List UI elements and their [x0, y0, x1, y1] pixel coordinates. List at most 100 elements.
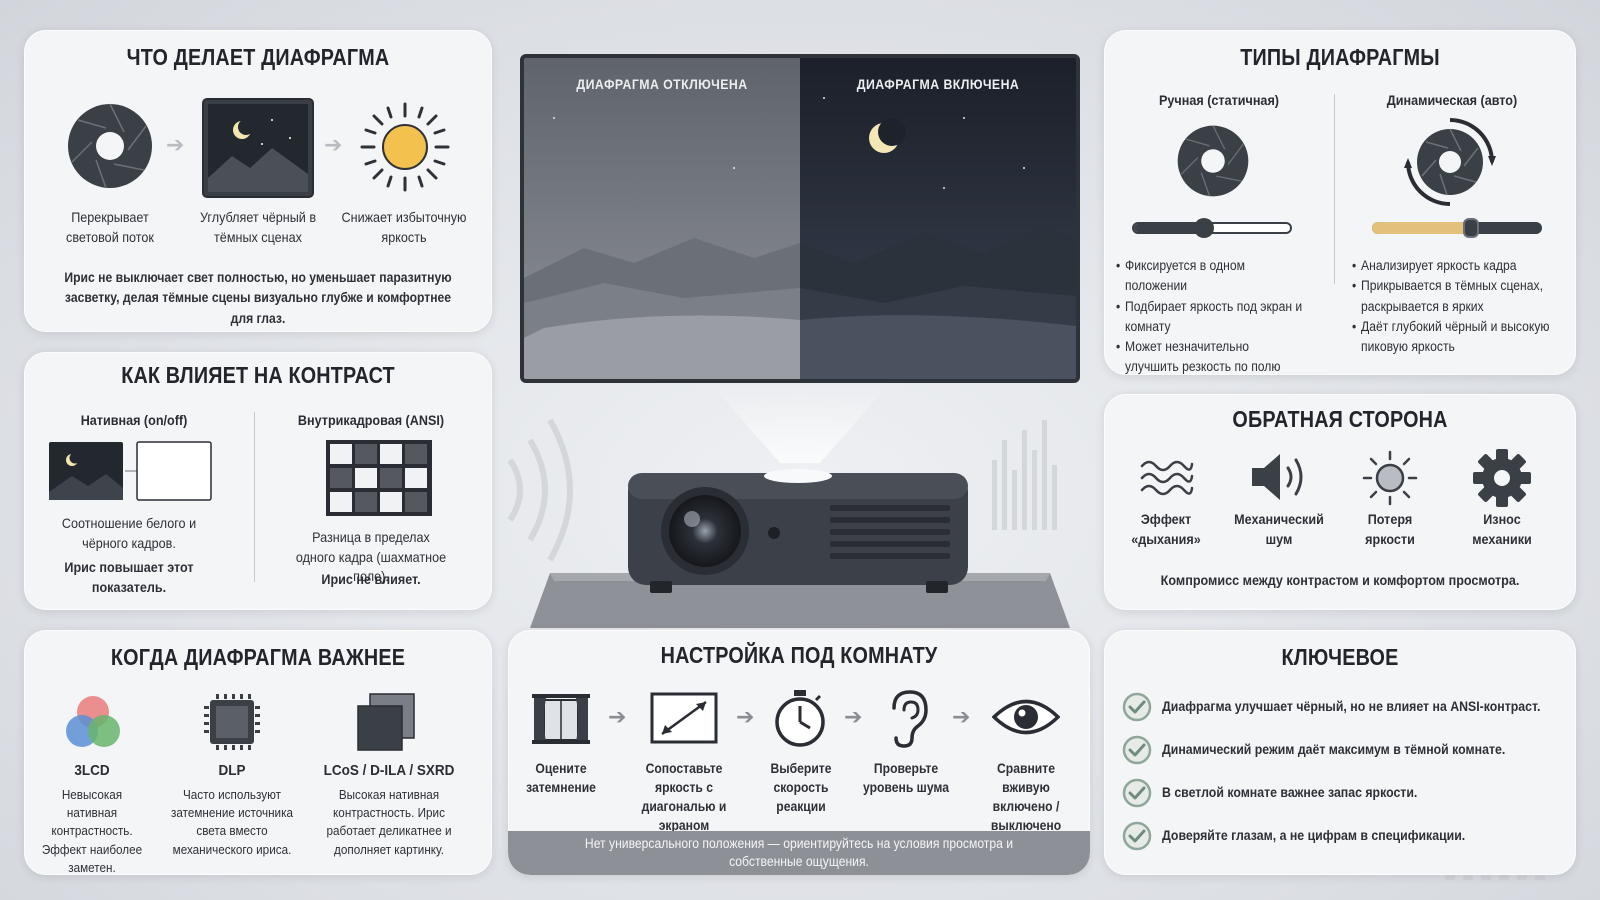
card-title: КОГДА ДИАФРАГМА ВАЖНЕЕ [110, 644, 406, 670]
arrow-icon: ➔ [608, 704, 627, 729]
manual-bullet: Может незначительно улучшить резкость по… [1116, 337, 1305, 378]
dim-sun-icon [1362, 450, 1418, 506]
setup-step-2-label: Сопоставьте яркость с диагональю и экран… [641, 761, 727, 833]
card-title: ТИПЫ ДИАФРАГМЫ [1240, 44, 1440, 70]
card-key: КЛЮЧЕВОЕ Диафрагма улучшает чёрный, но н… [1104, 630, 1576, 875]
setup-step-4-label: Проверьте уровень шума [862, 761, 950, 795]
card-types: ТИПЫ ДИАФРАГМЫ Ручная (статичная) Фиксир… [1104, 30, 1576, 375]
card-title: НАСТРОЙКА ПОД КОМНАТУ [660, 642, 938, 668]
when-item-3-name: LCoS / D-ILA / SXRD [323, 762, 455, 779]
gear-icon [1473, 449, 1531, 507]
dynamic-slider-fill [1372, 222, 1471, 234]
key-item-text: В светлой комнате важнее запас яркости. [1162, 784, 1418, 800]
dynamic-slider-knob[interactable] [1462, 218, 1479, 238]
card-title: КАК ВЛИЯЕТ НА КОНТРАСТ [121, 362, 395, 388]
manual-slider-knob[interactable] [1194, 218, 1215, 238]
stopwatch-icon [775, 690, 825, 747]
key-item: Динамический режим даёт максимум в тёмно… [1122, 735, 1562, 778]
setup-footer-bar: Нет универсального положения — ориентиру… [508, 831, 1090, 875]
setup-step-3-label: Выберите скорость реакции [770, 761, 832, 814]
projector-illustration [530, 383, 1070, 628]
dynamic-bullet: Прикрывается в тёмных сценах, раскрывает… [1352, 276, 1550, 317]
native-bold: Ирис повышает этот показатель. [64, 559, 194, 595]
check-icon [1122, 692, 1152, 722]
arrow-icon: ➔ [324, 132, 343, 157]
key-item: Диафрагма улучшает чёрный, но не влияет … [1122, 692, 1562, 735]
window-curtain-icon [532, 694, 590, 744]
arrow-icon: ➔ [952, 704, 971, 729]
arrow-icon: ➔ [736, 704, 755, 729]
speaker-icon [1252, 454, 1303, 500]
card-title: ЧТО ДЕЛАЕТ ДИАФРАГМА [126, 44, 390, 70]
what-item-3-label: Снижает избыточную яркость [341, 209, 467, 245]
card-title: КЛЮЧЕВОЕ [1281, 644, 1399, 670]
card-when-important: КОГДА ДИАФРАГМА ВАЖНЕЕ 3LCD Невысокая на… [24, 630, 492, 875]
setup-step-1-label: Оцените затемнение [526, 761, 596, 795]
when-item-2-text: Часто используют затемнение источника св… [171, 787, 293, 857]
screen-landscape [524, 58, 1076, 379]
card-title: ОБРАТНАЯ СТОРОНА [1232, 406, 1448, 432]
manual-bullet: Подбирает яркость под экран и комнату [1116, 297, 1305, 338]
what-item-2-label: Углубляет чёрный в тёмных сценах [199, 209, 317, 245]
arrow-icon: ➔ [166, 132, 185, 157]
drawback-4-label: Износ механики [1472, 511, 1532, 547]
aperture-icon [1177, 125, 1249, 197]
aperture-icon [68, 103, 152, 189]
when-item-3-text: Высокая нативная контрастность. Ирис раб… [326, 787, 452, 857]
setup-step-5-label: Сравните вживую включено / выключено [990, 761, 1062, 833]
key-item-text: Доверяйте глазам, а не цифрам в специфик… [1162, 827, 1466, 843]
screen-label-on: ДИАФРАГМА ВКЛЮЧЕНА [856, 76, 1020, 92]
setup-footer-text: Нет универсального положения — ориентиру… [584, 836, 1014, 870]
background-bars [992, 420, 1057, 530]
manual-slider-fill [1134, 224, 1205, 232]
comparison-screen: ДИАФРАГМА ОТКЛЮЧЕНА ДИАФРАГМА ВКЛЮЧЕНА [520, 54, 1080, 383]
card-what-aperture-does: ЧТО ДЕЛАЕТ ДИАФРАГМА Перекрывает светово… [24, 30, 492, 332]
dynamic-slider[interactable] [1372, 218, 1542, 238]
what-item-1-label: Перекрывает световой поток [66, 209, 154, 245]
waves-icon [1140, 460, 1194, 496]
what-note: Ирис не выключает свет полностью, но уме… [64, 270, 452, 326]
screen-label-off: ДИАФРАГМА ОТКЛЮЧЕНА [576, 76, 748, 92]
dynamic-heading: Динамическая (авто) [1386, 92, 1518, 108]
key-item-text: Динамический режим даёт максимум в тёмно… [1162, 741, 1506, 757]
black-white-frames-icon [49, 441, 212, 501]
divider [254, 412, 255, 582]
dynamic-bullet: Анализирует яркость кадра [1352, 256, 1550, 277]
key-item-text: Диафрагма улучшает чёрный, но не влияет … [1162, 698, 1541, 714]
auto-aperture-icon [1404, 118, 1496, 206]
screen-diagonal-icon [650, 692, 718, 744]
ear-icon [892, 690, 928, 748]
lcos-panels-icon [357, 693, 415, 751]
when-item-1-name: 3LCD [74, 762, 110, 779]
card-drawbacks: ОБРАТНАЯ СТОРОНА Эффект «дыхания» Механи… [1104, 394, 1576, 610]
dynamic-bullets: Анализирует яркость кадра Прикрывается в… [1352, 256, 1550, 357]
card-contrast: КАК ВЛИЯЕТ НА КОНТРАСТ Нативная (on/off)… [24, 352, 492, 610]
drawback-3-label: Потеря яркости [1365, 511, 1415, 547]
divider [1334, 94, 1335, 284]
arrow-icon: ➔ [844, 704, 863, 729]
background-sound-waves [507, 418, 573, 562]
drawback-1-label: Эффект «дыхания» [1131, 511, 1201, 547]
native-text: Соотношение белого и чёрного кадров. [61, 515, 197, 551]
dlp-chip-icon [204, 694, 260, 750]
checkerboard-icon [326, 440, 432, 516]
manual-bullets: Фиксируется в одном положении Подбирает … [1116, 256, 1305, 378]
ansi-text: Разница в пределах одного кадра (шахматн… [295, 529, 447, 585]
key-item: В светлой комнате важнее запас яркости. [1122, 778, 1562, 821]
key-item: Доверяйте глазам, а не цифрам в специфик… [1122, 821, 1562, 864]
check-icon [1122, 735, 1152, 765]
card-room-setup: НАСТРОЙКА ПОД КОМНАТУ Оцените затемнение… [508, 630, 1090, 875]
ansi-heading: Внутрикадровая (ANSI) [297, 412, 445, 428]
check-icon [1122, 821, 1152, 851]
sun-icon [360, 102, 450, 192]
manual-bullet: Фиксируется в одном положении [1116, 256, 1305, 297]
when-item-2-name: DLP [218, 762, 246, 779]
native-heading: Нативная (on/off) [80, 412, 188, 428]
drawbacks-note: Компромисс между контрастом и комфортом … [1160, 572, 1520, 588]
rgb-circles-icon [66, 696, 120, 747]
manual-heading: Ручная (статичная) [1159, 92, 1279, 108]
night-scene-icon [202, 98, 314, 198]
eye-icon [992, 699, 1060, 735]
key-list: Диафрагма улучшает чёрный, но не влияет … [1122, 692, 1562, 864]
manual-slider[interactable] [1132, 218, 1292, 238]
